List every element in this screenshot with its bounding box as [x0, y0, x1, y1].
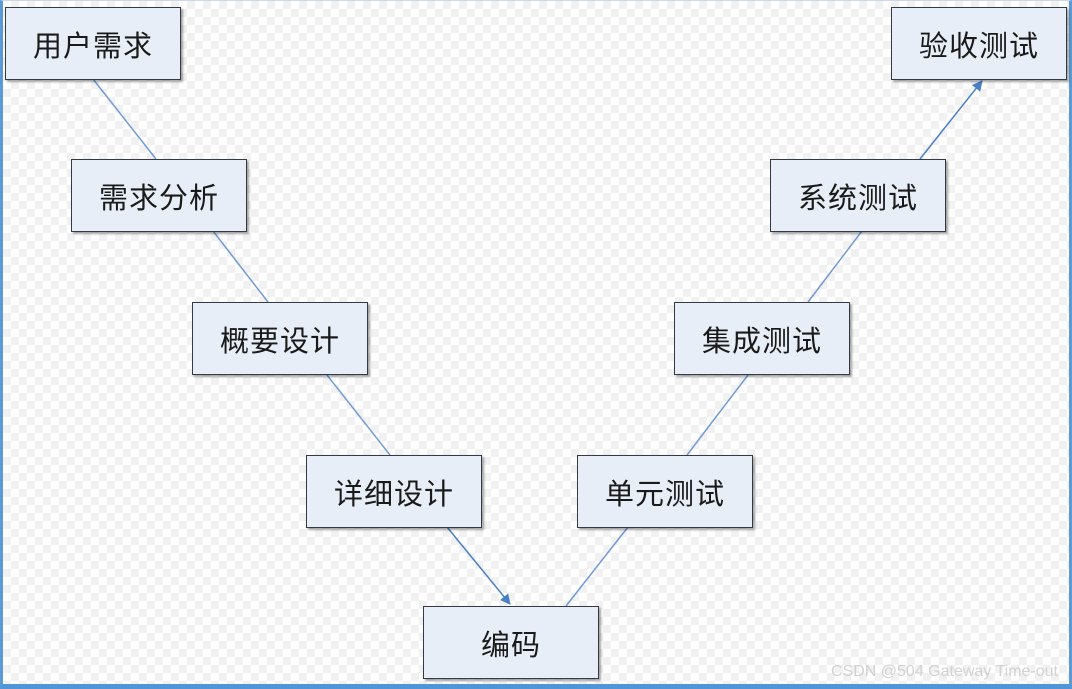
node-coding: 编码	[423, 606, 599, 679]
connector-detailed-design-to-coding-arrow	[446, 526, 511, 605]
connector-outline-design-to-detailed-design	[326, 374, 391, 456]
connector-user-requirements-to-analysis	[92, 78, 157, 160]
node-system-test: 系统测试	[770, 159, 946, 232]
connector-analysis-to-outline-design	[212, 230, 269, 303]
node-integration-test: 集成测试	[674, 302, 850, 375]
node-unit-test: 单元测试	[577, 455, 753, 528]
node-outline-design: 概要设计	[192, 302, 368, 375]
node-detailed-design: 详细设计	[306, 455, 482, 528]
watermark-text: CSDN @504 Gateway Time-out	[831, 663, 1058, 680]
connector-integration-test-to-system-test	[807, 230, 863, 303]
node-acceptance-test: 验收测试	[891, 7, 1067, 80]
node-user-requirements: 用户需求	[5, 7, 181, 80]
connector-unit-test-to-integration-test	[686, 374, 749, 456]
node-requirements-analysis: 需求分析	[71, 159, 247, 232]
connector-coding-to-unit-test	[565, 526, 629, 607]
connector-system-test-to-acceptance-test-arrow	[919, 80, 983, 160]
